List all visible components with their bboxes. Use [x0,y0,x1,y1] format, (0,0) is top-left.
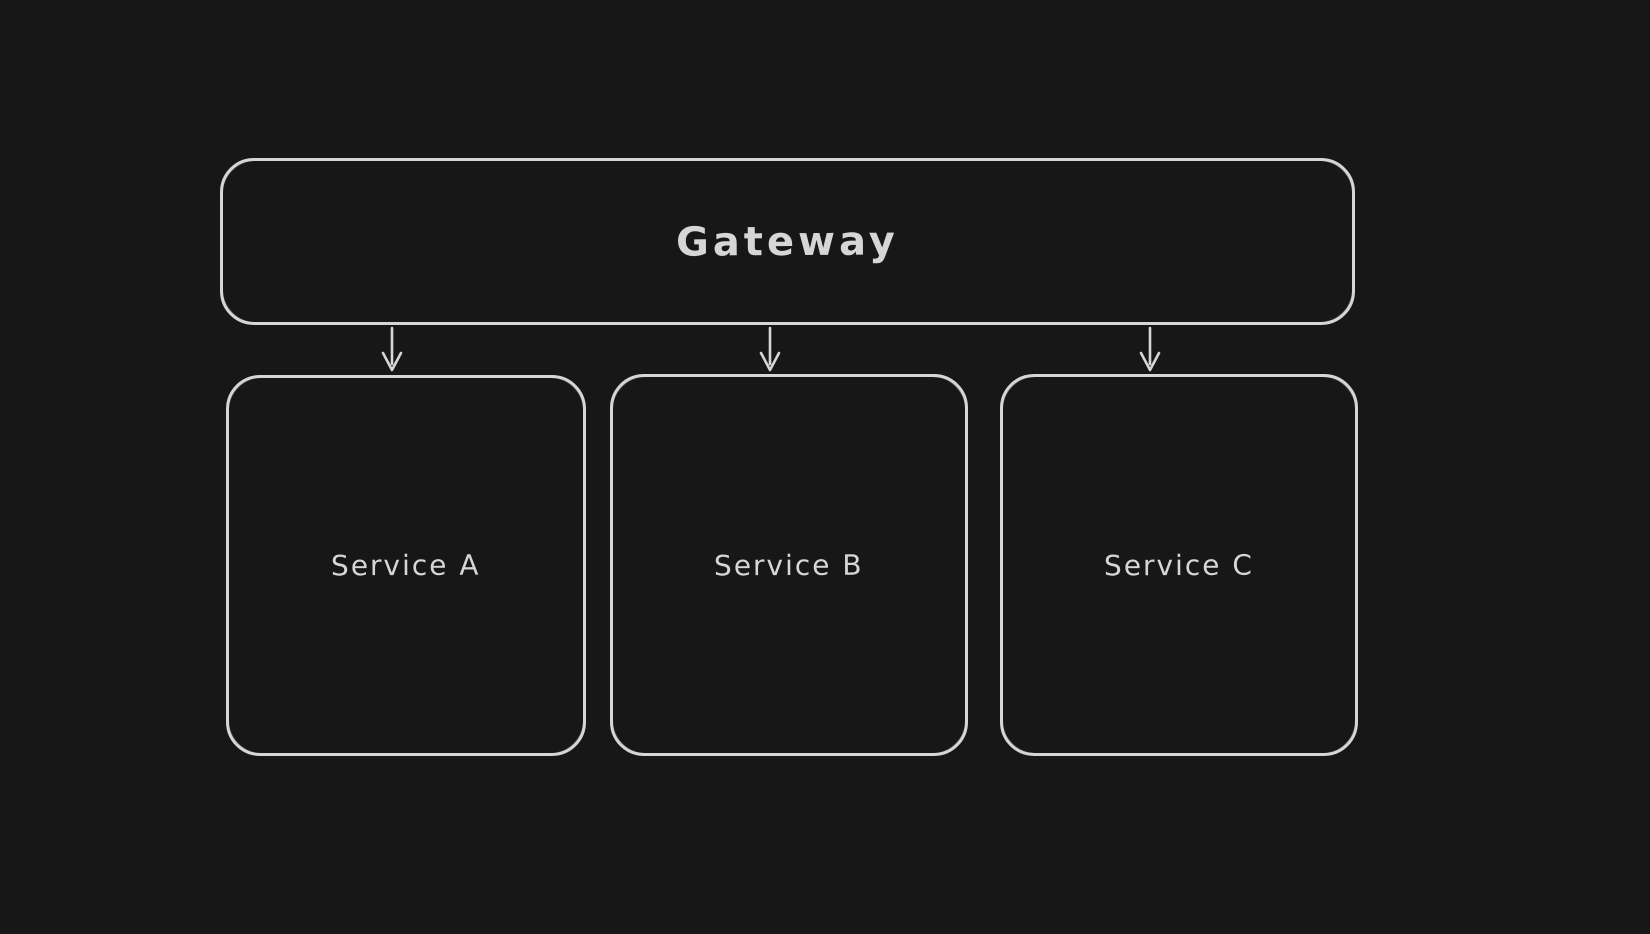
arrow-gateway-to-service-c [1139,326,1161,372]
node-gateway-label: Gateway [675,217,900,266]
arrow-gateway-to-service-b [759,326,781,372]
node-service-a-label: Service A [331,548,481,583]
node-service-a: Service A [226,375,586,756]
node-service-c-label: Service C [1103,548,1255,582]
arrow-gateway-to-service-a [381,326,403,372]
node-service-c: Service C [1000,374,1358,756]
node-gateway: Gateway [220,158,1355,325]
node-service-b: Service B [610,374,968,756]
node-service-b-label: Service B [714,548,864,582]
